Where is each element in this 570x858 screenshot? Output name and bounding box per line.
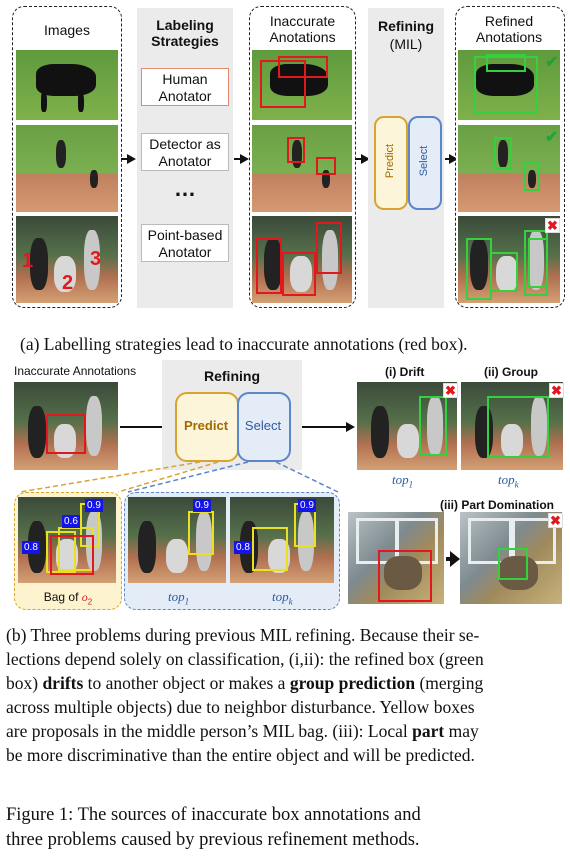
cat-photo-input [348, 512, 444, 604]
score-badge: 0.8 [234, 541, 252, 554]
images-header: Images [44, 22, 90, 38]
bag-label: Bag of o2 [43, 590, 93, 607]
select-pill-top [408, 116, 442, 210]
arrow-head [449, 154, 458, 164]
batter-photo: 1 2 3 [16, 216, 118, 303]
arrow-line [121, 158, 129, 160]
arrow-head [450, 551, 460, 567]
part-domination-label: (iii) Part Domination [440, 498, 554, 512]
refined-header: Refined Anotations [475, 13, 543, 45]
field-photo-inaccurate [252, 125, 352, 212]
drift-label: (i) Drift [385, 365, 425, 379]
cat-photo-refined [460, 512, 562, 604]
check-icon: ✔ [545, 54, 559, 71]
baseball-field-photo [16, 125, 118, 212]
score-badge: 0.9 [85, 499, 103, 512]
strategies-header: Labeling Strategies [151, 17, 219, 49]
arrow-line [120, 426, 164, 428]
score-badge: 0.9 [193, 499, 211, 512]
x-icon: ✖ [443, 383, 458, 398]
label-2: 2 [62, 272, 74, 294]
select-label-mid: Select [244, 418, 282, 433]
select-top1-photo [128, 497, 226, 583]
inaccurate-header: Inaccurate Anotations [269, 13, 336, 45]
arrow-head [346, 422, 355, 432]
group-topk-label: topk [498, 472, 519, 490]
arrow-head [361, 154, 370, 164]
drift-photo [357, 382, 457, 470]
group-label: (ii) Group [484, 365, 538, 379]
caption-b: (b) Three problems during previous MIL r… [6, 625, 484, 765]
caption-a: (a) Labelling strategies lead to inaccur… [20, 334, 468, 354]
strategy-ellipsis: … [174, 176, 196, 201]
cow-photo [16, 50, 118, 120]
arrow-line [234, 158, 242, 160]
label-1: 1 [22, 250, 34, 272]
x-icon: ✖ [548, 513, 563, 528]
batter-photo-refined [458, 216, 560, 303]
figure-caption: Figure 1: The sources of inaccurate box … [6, 805, 421, 850]
inaccurate-annotations-label: Inaccurate Annotations [14, 364, 137, 378]
x-icon: ✖ [545, 218, 560, 233]
group-photo [461, 382, 563, 470]
arrow-head [127, 154, 136, 164]
score-badge: 0.9 [298, 499, 316, 512]
refining-subheader: (MIL) [389, 36, 423, 52]
select-top1-label: top1 [168, 589, 190, 607]
field-photo-refined [458, 125, 560, 212]
select-topk-photo [230, 497, 334, 583]
strategy-human: Human Anotator [141, 68, 229, 106]
cow-photo-refined [458, 50, 560, 120]
select-topk-label: topk [272, 589, 293, 607]
label-3: 3 [90, 248, 102, 270]
x-icon: ✖ [549, 383, 564, 398]
predict-pill-top [374, 116, 408, 210]
strategy-point: Point-based Anotator [141, 224, 229, 262]
check-icon: ✔ [545, 129, 559, 146]
arrow-line [355, 158, 363, 160]
predict-label-mid: Predict [183, 418, 229, 433]
bag-photo [18, 497, 116, 583]
batter-photo-inaccurate [252, 216, 352, 303]
refining-header-mid: Refining [204, 368, 260, 384]
cow-photo-inaccurate [252, 50, 352, 120]
score-badge: 0.8 [22, 541, 40, 554]
arrow-head [240, 154, 249, 164]
arrow-line [445, 158, 451, 160]
refining-header: Refining [378, 18, 434, 34]
strategy-detector: Detector as Anotator [141, 133, 229, 171]
score-badge: 0.6 [62, 515, 80, 528]
predict-pill-mid [175, 392, 239, 462]
batter-photo-input [14, 382, 118, 470]
arrow-line [302, 426, 348, 428]
drift-top1-label: top1 [392, 472, 414, 490]
select-pill-mid [237, 392, 291, 462]
